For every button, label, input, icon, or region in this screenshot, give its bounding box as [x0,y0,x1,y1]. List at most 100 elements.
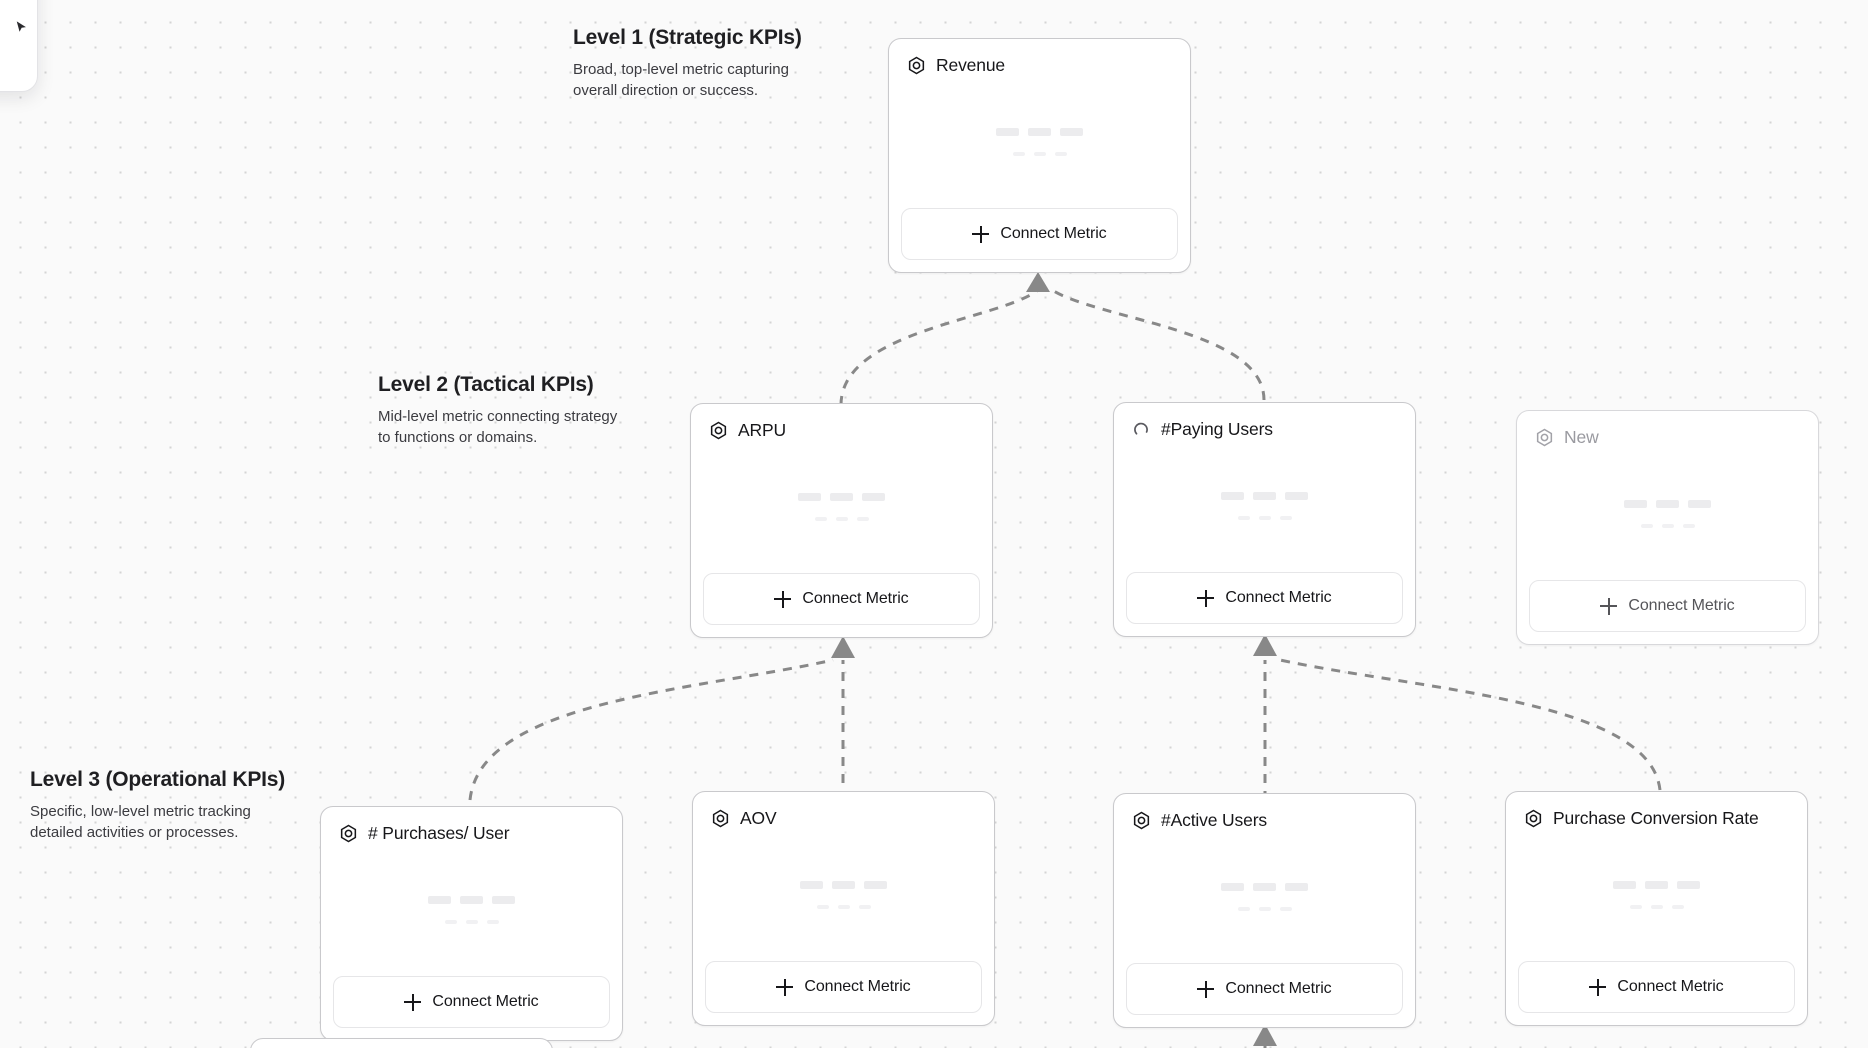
skeleton-bar [830,493,853,501]
skeleton-bar [816,905,829,909]
skeleton-bar [1656,500,1679,508]
skeleton-bar [1237,907,1250,911]
skeleton-row-primary [798,493,885,501]
level-1-description: Broad, top-level metric capturing overal… [573,61,789,99]
hexagon-metric-icon [908,56,925,75]
connect-metric-label: Connect Metric [1000,225,1107,242]
card-title: # Purchases/ User [368,823,510,843]
level-2-title: Level 2 (Tactical KPIs) [378,373,594,396]
plus-icon [404,993,422,1011]
metric-card-purchases-per-user[interactable]: # Purchases/ User Connect Metric [320,806,623,1041]
floating-toolbar-panel[interactable] [0,0,38,92]
skeleton-bar [835,517,848,521]
skeleton-bar [1640,524,1653,528]
skeleton-bar [996,128,1019,136]
card-title: Purchase Conversion Rate [1553,808,1759,828]
skeleton-bar [1682,524,1695,528]
connect-metric-label: Connect Metric [1628,597,1735,614]
skeleton-bar [428,896,451,904]
skeleton-row-primary [996,128,1083,136]
skeleton-bar [837,905,850,909]
skeleton-bar [832,881,855,889]
skeleton-bar [856,517,869,521]
skeleton-row-secondary [814,517,869,521]
card-header: #Active Users [1114,794,1415,831]
skeleton-row-secondary [1012,152,1067,156]
skeleton-bar [1060,128,1083,136]
card-skeleton-body [693,829,994,961]
plus-icon [1600,597,1618,615]
skeleton-bar [1671,905,1684,909]
connect-metric-label: Connect Metric [1225,589,1332,606]
card-header: ARPU [691,404,992,441]
skeleton-row-secondary [444,920,499,924]
connect-metric-label: Connect Metric [1617,978,1724,995]
skeleton-bar [798,493,821,501]
metric-card-active-users[interactable]: #Active Users Connect Metric [1113,793,1416,1028]
card-header: #Paying Users [1114,403,1415,440]
level-1-label: Level 1 (Strategic KPIs) Broad, top-leve… [573,25,828,102]
connect-metric-label: Connect Metric [432,993,539,1010]
skeleton-row-secondary [1237,907,1292,911]
metric-card-new[interactable]: New Connect Metric [1516,410,1819,645]
card-skeleton-body [1517,448,1818,580]
connect-metric-button[interactable]: Connect Metric [1126,572,1403,624]
card-header: Purchase Conversion Rate [1506,792,1807,829]
skeleton-bar [1237,516,1250,520]
skeleton-row-primary [428,896,515,904]
skeleton-bar [800,881,823,889]
skeleton-bar [465,920,478,924]
hexagon-metric-icon [1536,428,1553,447]
hexagon-metric-icon [712,809,729,828]
skeleton-bar [1650,905,1663,909]
level-3-title: Level 3 (Operational KPIs) [30,768,286,791]
connect-metric-button[interactable]: Connect Metric [705,961,982,1013]
skeleton-bar [1613,881,1636,889]
skeleton-bar [1629,905,1642,909]
skeleton-row-primary [1613,881,1700,889]
skeleton-row-primary [1624,500,1711,508]
skeleton-bar [1028,128,1051,136]
hexagon-metric-icon [340,824,357,843]
skeleton-bar [864,881,887,889]
skeleton-row-primary [1221,492,1308,500]
skeleton-bar [1285,883,1308,891]
metric-card-partial-below-purchases[interactable] [250,1038,553,1048]
skeleton-bar [486,920,499,924]
card-header: New [1517,411,1818,448]
skeleton-bar [460,896,483,904]
connect-metric-button[interactable]: Connect Metric [1518,961,1795,1013]
level-3-description: Specific, low-level metric tracking deta… [30,803,251,841]
connect-metric-button[interactable]: Connect Metric [1126,963,1403,1015]
connect-metric-button[interactable]: Connect Metric [703,573,980,625]
plus-icon [776,978,794,996]
skeleton-bar [1285,492,1308,500]
level-2-label: Level 2 (Tactical KPIs) Mid-level metric… [378,372,626,449]
connect-metric-button[interactable]: Connect Metric [1529,580,1806,632]
skeleton-bar [444,920,457,924]
cursor-icon [16,21,26,32]
skeleton-bar [814,517,827,521]
card-skeleton-body [889,76,1190,208]
metric-card-aov[interactable]: AOV Connect Metric [692,791,995,1026]
skeleton-bar [858,905,871,909]
skeleton-bar [492,896,515,904]
card-header: Revenue [889,39,1190,76]
card-title: Revenue [936,55,1006,75]
metric-card-paying-users[interactable]: #Paying Users Connect Metric [1113,402,1416,637]
connect-metric-button[interactable]: Connect Metric [901,208,1178,260]
card-skeleton-body [1114,440,1415,572]
skeleton-bar [1258,907,1271,911]
plus-icon [774,590,792,608]
connect-metric-button[interactable]: Connect Metric [333,976,610,1028]
plus-icon [972,225,990,243]
metric-card-purchase-conversion-rate[interactable]: Purchase Conversion Rate Connect Metric [1505,791,1808,1026]
skeleton-bar [1221,492,1244,500]
plus-icon [1589,978,1607,996]
skeleton-row-secondary [1237,516,1292,520]
hexagon-metric-icon [1133,811,1150,830]
card-skeleton-body [1114,831,1415,963]
metric-card-arpu[interactable]: ARPU Connect Metric [690,403,993,638]
metric-card-revenue[interactable]: Revenue Connect Metric [888,38,1191,273]
